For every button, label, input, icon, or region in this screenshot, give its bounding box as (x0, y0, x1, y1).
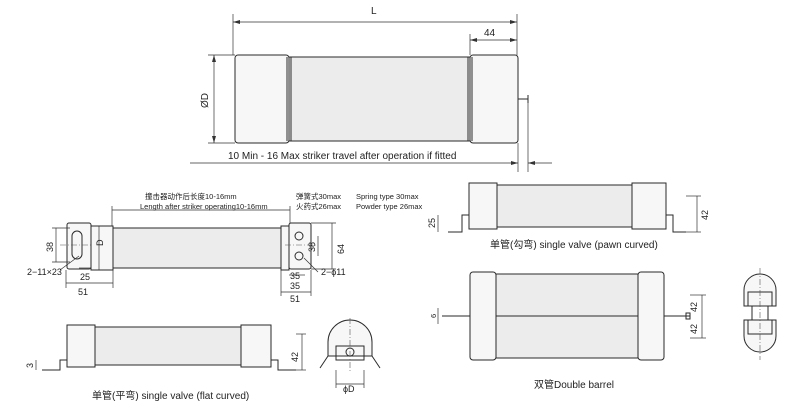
bracket-fuse-view: 撞击器动作后长度10-16mm Length after striker ope… (27, 191, 423, 304)
left-cap (90, 225, 114, 271)
label-pawn-42: 42 (700, 210, 710, 220)
label-dim-51-left: 51 (78, 287, 88, 297)
flat-left-bracket (42, 359, 67, 371)
db-lower-barrel (495, 315, 639, 359)
label-flat-42: 42 (290, 352, 300, 362)
label-travel-note: 10 Min - 16 Max striker travel after ope… (228, 151, 456, 162)
label-dim-35-b: 35 (290, 281, 300, 291)
label-end-phi-d: ϕD (343, 384, 355, 394)
db-left-cap (469, 271, 497, 361)
fuse-left-cap (234, 54, 290, 144)
label-flat-3: 3 (25, 363, 35, 368)
double-end-view (743, 268, 777, 360)
pawn-left-bracket (448, 214, 469, 233)
label-dim-38: 38 (45, 242, 55, 252)
main-fuse-view: L 44 ØD 10 Min - 16 Max striker travel (190, 6, 552, 172)
pawn-right-cap (631, 182, 667, 230)
label-cap-width: 44 (484, 28, 496, 39)
label-cn-spring: 弹簧式30max (296, 191, 341, 201)
pawn-barrel (496, 184, 633, 228)
bracket-barrel (112, 227, 282, 269)
pawn-curved-view: 25 42 单管(勾弯) single valve (pawn curved) (427, 182, 710, 251)
label-dim-38-right: 38 (307, 242, 317, 252)
label-length: L (371, 6, 377, 17)
label-diameter: ØD (200, 93, 211, 108)
pawn-left-cap (468, 182, 498, 230)
label-dim-25: 25 (80, 272, 90, 282)
db-caption: 双管Double barrel (534, 378, 614, 391)
label-cn-length-after: 撞击器动作后长度10-16mm (145, 191, 237, 201)
right-cap (280, 225, 290, 271)
label-dim-2phi11: 2−ϕ11 (321, 267, 346, 277)
label-cn-powder: 火药式26max (296, 201, 341, 211)
flat-right-cap (240, 324, 272, 368)
right-hole-top (294, 231, 304, 241)
flat-right-bracket (271, 359, 296, 371)
fuse-right-cap (469, 54, 519, 144)
flat-curved-view: 3 42 单管(平弯) single valve (flat curved) (25, 324, 306, 402)
flat-barrel (94, 326, 242, 366)
label-dim-35-a: 35 (290, 271, 300, 281)
end-view: ϕD (319, 318, 381, 394)
double-barrel-view: 6 42 42 双管Double barrel (429, 271, 706, 391)
label-db-6: 6 (429, 314, 438, 318)
label-dim-d: D (95, 239, 105, 246)
pawn-caption: 单管(勾弯) single valve (pawn curved) (490, 238, 658, 251)
flat-caption: 单管(平弯) single valve (flat curved) (92, 389, 249, 402)
label-dim-64: 64 (336, 244, 346, 254)
label-en-length-after: Length after striker operating10-16mm (140, 202, 268, 211)
label-dim-2x11x23: 2−11×23 (27, 267, 62, 277)
right-hole-bottom (294, 251, 304, 261)
label-db-42-a: 42 (689, 302, 699, 312)
label-en-powder: Powder type 26max (356, 202, 423, 211)
label-dim-51-right: 51 (290, 294, 300, 304)
fuse-barrel (288, 56, 471, 142)
flat-left-cap (66, 324, 96, 368)
label-pawn-25: 25 (427, 218, 437, 228)
right-bracket-plate (288, 222, 312, 270)
db-right-cap (637, 271, 665, 361)
db-upper-barrel (495, 273, 639, 317)
label-db-42-b: 42 (689, 324, 699, 334)
pawn-right-bracket (666, 214, 686, 233)
label-en-spring: Spring type 30max (356, 192, 419, 201)
